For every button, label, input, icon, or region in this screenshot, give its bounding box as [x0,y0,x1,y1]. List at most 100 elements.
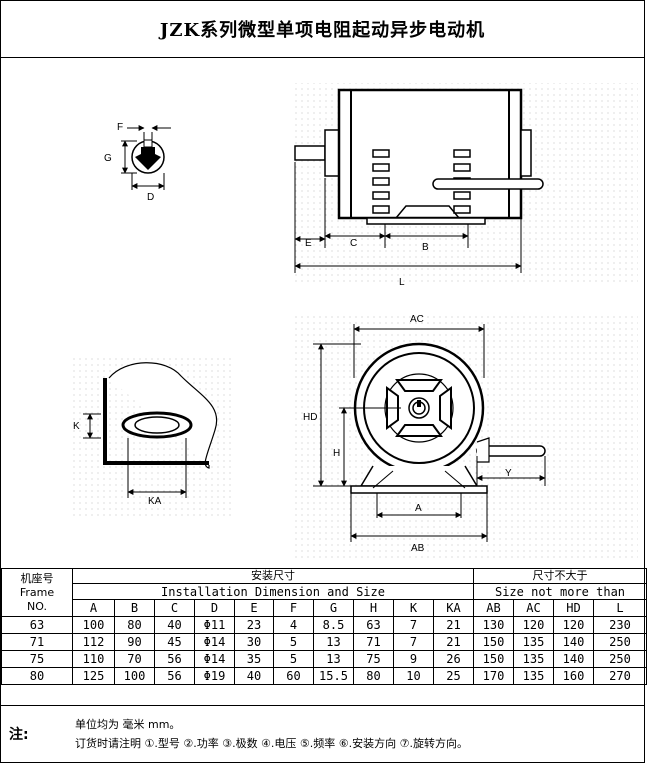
column-header: D [194,599,235,617]
column-header: HD [553,599,594,617]
label-G: G [104,153,112,164]
table-cell: 110 [72,650,115,668]
table-cell: 135 [513,667,554,685]
size-header-cn: 尺寸不大于 [473,568,647,584]
label-C: C [350,238,357,249]
table-cell: 23 [234,616,274,634]
table-cell: 130 [473,616,514,634]
notes-section: 注: 单位均为 毫米 mm。 订货时请注明 ①.型号 ②.功率 ③.极数 ④.电… [1,705,644,765]
table-cell: 40 [234,667,274,685]
notes-order-info: 订货时请注明 ①.型号 ②.功率 ③.极数 ④.电压 ⑤.频率 ⑥.安装方向 ⑦… [75,737,468,750]
page-title: JZK系列微型单项电阻起动异步电动机 [1,1,644,58]
table-cell: 140 [553,633,594,651]
table-cell: 80 [114,616,155,634]
table-cell: 45 [154,633,195,651]
table-cell: 56 [154,667,195,685]
label-A: A [415,503,422,514]
table-cell: 150 [473,633,514,651]
column-header: A [72,599,115,617]
label-B: B [422,242,429,253]
table-cell: 230 [593,616,647,634]
table-cell: 7 [393,633,434,651]
table-cell: 71 [1,633,73,651]
column-header: B [114,599,155,617]
table-cell: Φ19 [194,667,235,685]
table-cell: 250 [593,633,647,651]
frame-header-cn: 机座号 [20,571,54,585]
table-cell: 7 [393,616,434,634]
install-header-cn: 安装尺寸 [72,568,474,584]
table-cell: 125 [72,667,115,685]
dimension-table: 机座号 Frame NO. 安装尺寸 尺寸不大于 Installation Di… [1,568,647,685]
column-header: AB [473,599,514,617]
label-AC: AC [410,314,424,325]
notes-label: 注: [9,727,29,743]
table-cell: 80 [1,667,73,685]
table-cell: 112 [72,633,115,651]
table-cell: 10 [393,667,434,685]
label-KA: KA [148,496,162,507]
foot-hole-detail [83,362,218,498]
frame-header-cell: 机座号 Frame NO. [1,568,73,617]
table-cell: 75 [1,650,73,668]
table-cell: 135 [513,650,554,668]
table-cell: 100 [114,667,155,685]
table-cell: Φ14 [194,650,235,668]
table-cell: Φ11 [194,616,235,634]
table-cell: 60 [273,667,314,685]
dimension-drawing: F G D [1,58,644,568]
label-E: E [305,238,312,249]
table-cell: 63 [353,616,394,634]
column-header: L [593,599,647,617]
table-cell: 135 [513,633,554,651]
column-header: G [313,599,354,617]
table-cell: 160 [553,667,594,685]
column-header: F [273,599,314,617]
label-HD: HD [303,412,317,423]
shaft-section-view [121,125,171,190]
label-AB: AB [411,543,425,554]
label-F: F [117,122,123,133]
table-cell: 25 [433,667,474,685]
label-Y: Y [505,468,512,479]
table-cell: 13 [313,650,354,668]
table-cell: 21 [433,633,474,651]
table-cell: 80 [353,667,394,685]
table-cell: 70 [114,650,155,668]
table-cell: 71 [353,633,394,651]
label-L: L [399,277,405,288]
table-cell: 100 [72,616,115,634]
table-cell: 26 [433,650,474,668]
table-cell: 40 [154,616,195,634]
table-cell: 120 [553,616,594,634]
table-cell: 56 [154,650,195,668]
notes-unit: 单位均为 毫米 mm。 [75,718,181,731]
table-cell: 270 [593,667,647,685]
motor-front-view [313,324,546,542]
table-cell: 13 [313,633,354,651]
table-cell: 5 [273,650,314,668]
column-header: H [353,599,394,617]
table-cell: 8.5 [313,616,354,634]
table-cell: 170 [473,667,514,685]
table-cell: 4 [273,616,314,634]
table-cell: 140 [553,650,594,668]
table-cell: 90 [114,633,155,651]
table-cell: 35 [234,650,274,668]
table-cell: 9 [393,650,434,668]
label-K: K [73,421,80,432]
column-header: KA [433,599,474,617]
motor-side-view [294,88,544,273]
table-cell: 120 [513,616,554,634]
frame-header-en: Frame [19,585,55,599]
table-cell: 250 [593,650,647,668]
table-cell: 21 [433,616,474,634]
table-cell: 15.5 [313,667,354,685]
column-header: E [234,599,274,617]
label-H: H [333,448,340,459]
frame-header-no: NO. [27,599,47,613]
